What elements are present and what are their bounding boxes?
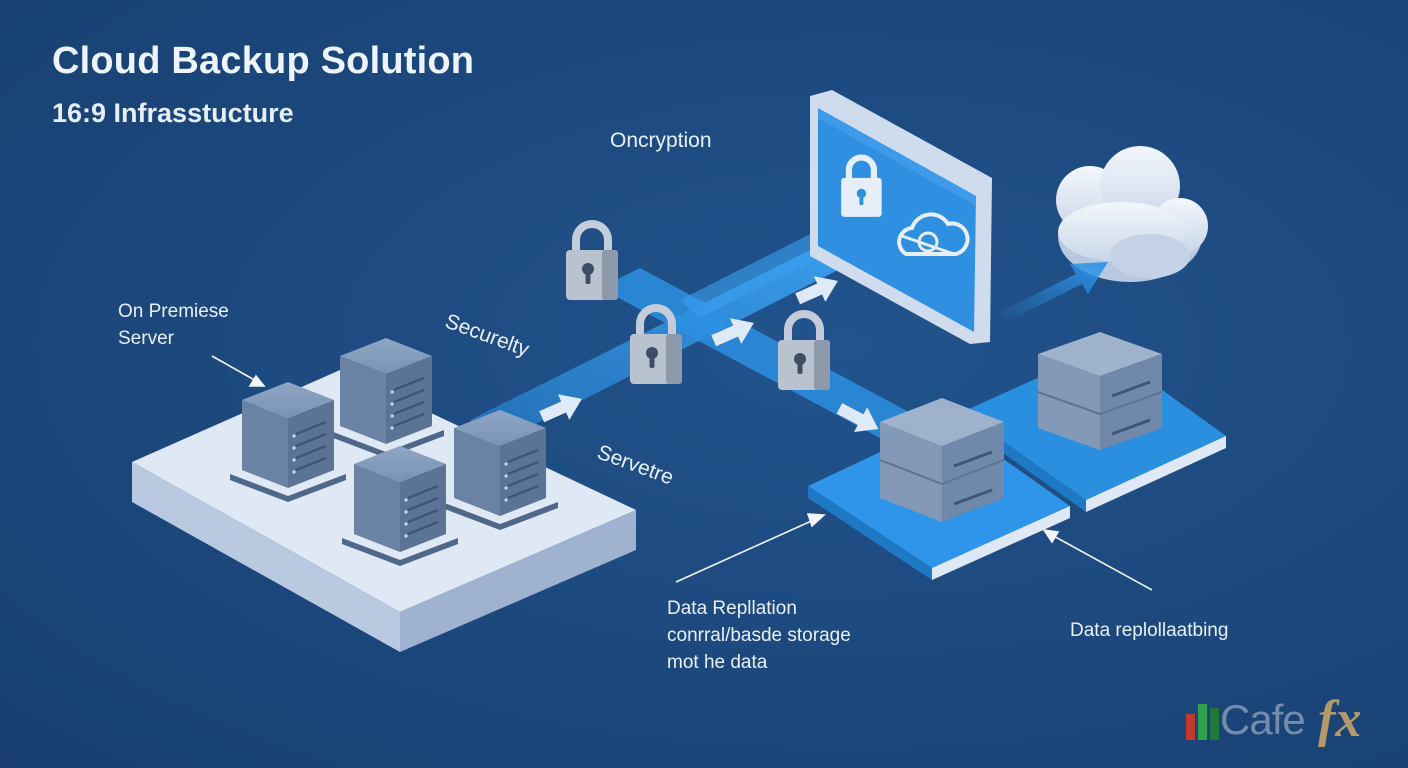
monitor-icon [810,90,992,344]
data-replication-line-2: conrral/basde storage [667,625,851,646]
logo-wordmark: Cafe [1220,696,1306,743]
server-icon [228,380,348,504]
cafefx-logo: Cafe fx [1182,688,1387,750]
lock-icon [841,154,882,217]
lock-icon [778,314,830,390]
server-icon [340,444,460,568]
encryption-label: Oncryption [610,129,712,152]
pointer-lines [211,355,1153,591]
page-subtitle: 16:9 Infrasstucture [52,98,294,128]
cloud-icon [897,212,970,256]
logo-bars-icon [1186,704,1219,740]
server-icon [326,336,446,460]
page-title: Cloud Backup Solution [52,40,475,82]
logo-fx: fx [1318,691,1362,748]
data-replication-label: Data Repllation conrral/basde storage mo… [667,595,851,676]
on-premise-label-line-2: Server [118,328,174,349]
server-icon [1037,332,1163,450]
server-icon [879,398,1005,522]
cloud-icon [1056,146,1208,282]
arrow-icon [1000,262,1108,322]
data-replicating-label: Data replollaatbing [1070,620,1229,641]
on-premise-label-line-1: On Premiese [118,301,229,322]
on-premise-label: On Premiese Server [118,298,229,352]
data-replication-line-3: mot he data [667,652,768,673]
data-replication-line-1: Data Repllation [667,598,797,619]
server-icon [440,408,560,532]
lock-icon [566,224,618,300]
lock-icon [630,308,682,384]
